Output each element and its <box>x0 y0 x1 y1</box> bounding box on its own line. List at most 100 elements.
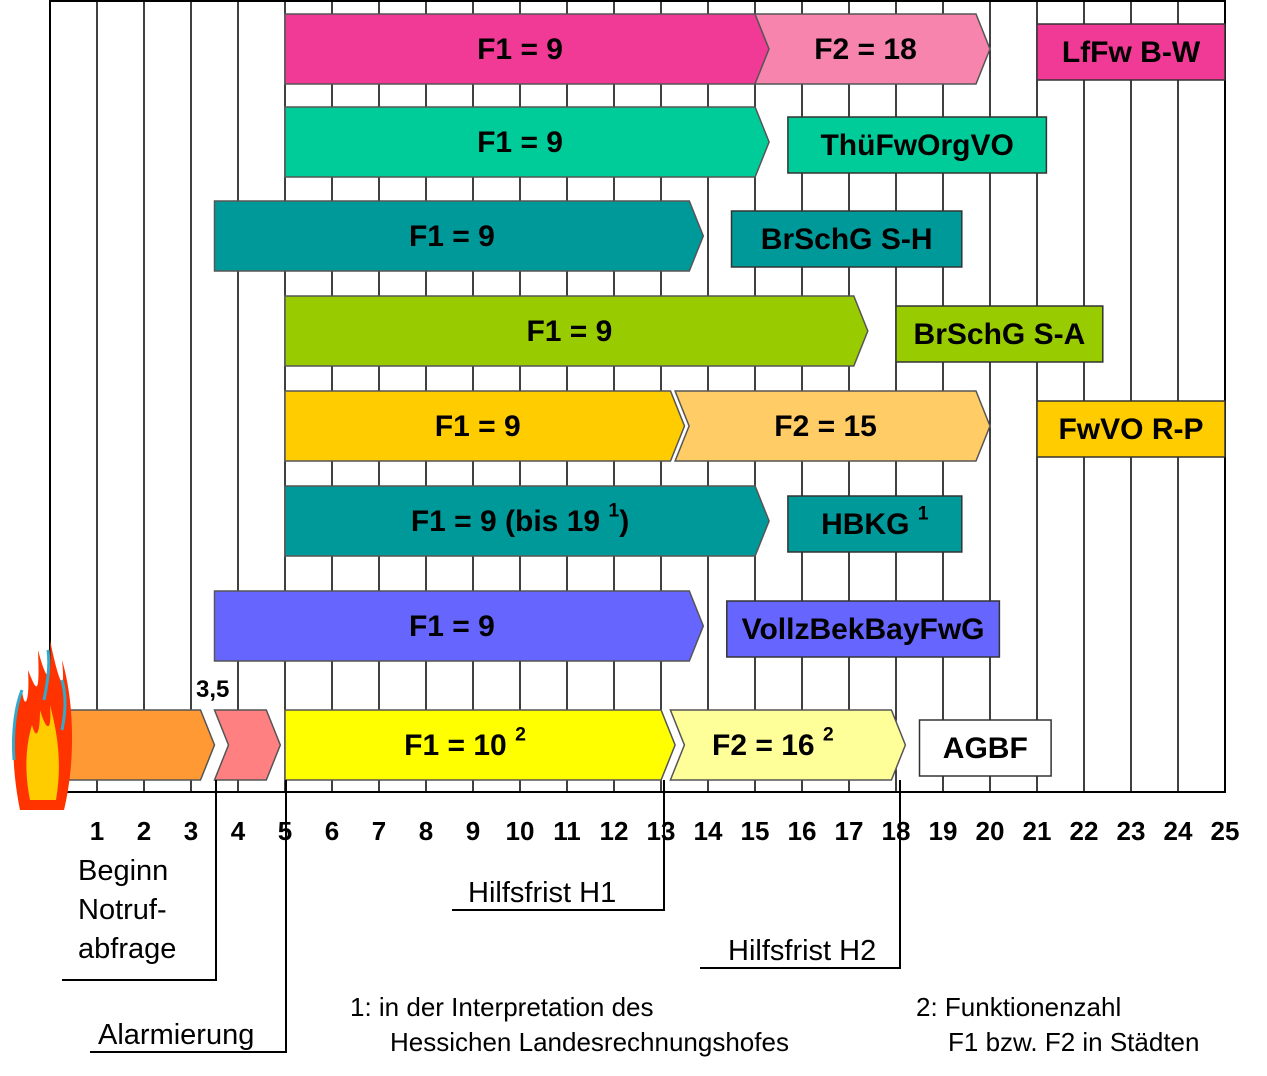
tick-label: 25 <box>1211 816 1240 846</box>
bar-segment <box>284 709 676 781</box>
tick-label: 21 <box>1023 816 1052 846</box>
tick-label: 12 <box>600 816 629 846</box>
bar-label: F2 = 15 <box>774 410 877 443</box>
grid-frame <box>49 0 1226 793</box>
bar-segment <box>213 590 705 662</box>
bracket-h1: Hilfsfrist H1 <box>452 780 665 911</box>
regulation-box-bg <box>895 305 1104 363</box>
tick-label: 2 <box>137 816 151 846</box>
tick-label: 19 <box>929 816 958 846</box>
tick-label: 4 <box>231 816 246 846</box>
bracket-h2: Hilfsfrist H2 <box>700 780 901 969</box>
bar-segment <box>68 709 216 781</box>
regulation-box-bg <box>730 210 963 268</box>
bar-label: F1 = 9 <box>477 126 563 159</box>
regulation-box: AGBF <box>918 719 1052 777</box>
tick-label: 23 <box>1117 816 1146 846</box>
tick-label: 8 <box>419 816 433 846</box>
bar-label: LfFw B-W <box>1062 36 1201 69</box>
regulation-box-bg <box>1036 400 1226 458</box>
regulation-box: HBKG 1 <box>787 495 963 553</box>
tick-label: 18 <box>882 816 911 846</box>
tick-label: 16 <box>788 816 817 846</box>
bar-label: F1 = 9 <box>409 610 495 643</box>
row: F1 = 9 F2 = 18 <box>284 13 991 85</box>
tick-label: 6 <box>325 816 339 846</box>
h2-label: Hilfsfrist H2 <box>728 935 876 967</box>
footnote-1-line-1: 1: in der Interpretation des <box>350 992 654 1022</box>
tick-label: 3 <box>184 816 198 846</box>
bar-label: ThüFwOrgVO <box>820 129 1013 162</box>
marker-label: 3,5 <box>196 676 229 703</box>
row: F1 = 9 <box>213 590 705 662</box>
bar-label: F2 = 18 <box>814 33 917 66</box>
bar-label: BrSchG S-A <box>914 318 1086 351</box>
tick-label: 10 <box>506 816 535 846</box>
tick-label: 11 <box>553 816 581 846</box>
tick-label: 7 <box>372 816 386 846</box>
regulation-box-bg <box>787 116 1048 174</box>
h1-label: Hilfsfrist H1 <box>468 877 616 909</box>
bar-segment <box>284 106 770 178</box>
notruf-line-1: Beginn <box>78 855 168 887</box>
bar-segment <box>284 390 686 462</box>
bracket-alarmierung: Alarmierung <box>90 780 287 1053</box>
tick-label: 24 <box>1164 816 1193 846</box>
bar-label: BrSchG S-H <box>761 223 933 256</box>
tick-label: 20 <box>976 816 1005 846</box>
bar-label: F1 = 9 <box>477 33 563 66</box>
regulation-box: LfFw B-W <box>1036 23 1226 81</box>
bar-segment <box>673 390 991 462</box>
regulation-box: BrSchG S-H <box>730 210 963 268</box>
bar-segment <box>669 709 907 781</box>
bar-label: F1 = 9 <box>435 410 521 443</box>
bar-segment <box>284 295 869 367</box>
tick-label: 14 <box>694 816 723 846</box>
bar-label: F1 = 9 <box>409 220 495 253</box>
bracket-notruf: Beginn Notruf- abfrage <box>62 780 217 981</box>
regulation-box-bg <box>1036 23 1226 81</box>
bar-label: HBKG 1 <box>821 503 929 541</box>
fire-icon <box>12 640 73 810</box>
footnote-2-line-2: F1 bzw. F2 in Städten <box>948 1027 1199 1057</box>
notruf-line-3: abfrage <box>78 933 176 965</box>
bar-label: F1 = 10 2 <box>404 724 526 762</box>
row: F1 = 9 (bis 19 1) <box>284 485 770 557</box>
regulation-box: FwVO R-P <box>1036 400 1226 458</box>
regulation-box: BrSchG S-A <box>895 305 1104 363</box>
bar-segment <box>213 709 282 781</box>
bar-segment <box>284 485 770 557</box>
footnote-2-line-1: 2: Funktionenzahl <box>916 992 1121 1022</box>
row: F1 = 9 <box>284 106 770 178</box>
tick-label: 1 <box>90 816 104 846</box>
bar-segment <box>753 13 991 85</box>
bars: F1 = 9 F2 = 18 F1 = 9 F1 = 9 F1 = 9 F1 = 9 F2 … <box>68 13 991 781</box>
regulation-boxes: LfFw B-W ThüFwOrgVO BrSchG S-H BrSchG S-A Fw… <box>726 23 1226 777</box>
notruf-line-2: Notruf- <box>78 894 167 926</box>
bar-label: F1 = 9 <box>526 315 612 348</box>
regulation-box-bg <box>726 600 1001 658</box>
bar-label: FwVO R-P <box>1058 413 1203 446</box>
row: F1 = 9 F2 = 15 <box>284 390 991 462</box>
regulation-box-bg <box>918 719 1052 777</box>
regulation-box: ThüFwOrgVO <box>787 116 1048 174</box>
tick-label: 9 <box>466 816 480 846</box>
bar-segment <box>213 200 705 272</box>
regulation-box: VollzBekBayFwG <box>726 600 1001 658</box>
alarmierung-label: Alarmierung <box>98 1019 254 1051</box>
tick-label: 13 <box>647 816 676 846</box>
tick-label: 15 <box>741 816 770 846</box>
row: F1 = 9 <box>284 295 869 367</box>
bar-label: AGBF <box>943 732 1028 765</box>
bar-label: F1 = 9 (bis 19 1) <box>411 500 629 538</box>
tick-label: 17 <box>835 816 864 846</box>
footnote-1-line-2: Hessichen Landesrechnungshofes <box>390 1027 789 1057</box>
regulation-box-bg <box>787 495 963 553</box>
tick-label: 22 <box>1070 816 1099 846</box>
bar-label: F2 = 16 2 <box>712 724 834 762</box>
row: F1 = 10 2 F2 = 16 2 <box>68 709 907 781</box>
row: F1 = 9 <box>213 200 705 272</box>
bar-label: VollzBekBayFwG <box>742 613 985 646</box>
